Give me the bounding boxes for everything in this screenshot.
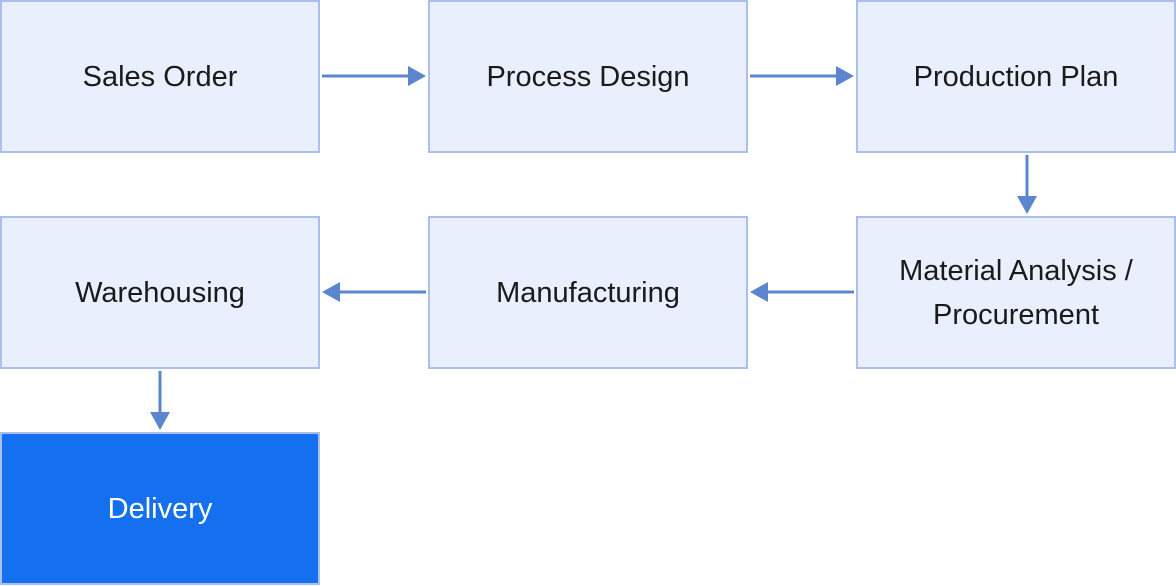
- node-manufacturing: Manufacturing: [428, 216, 748, 369]
- node-material-analysis: Material Analysis / Procurement: [856, 216, 1176, 369]
- node-process-design: Process Design: [428, 0, 748, 153]
- node-label-warehousing: Warehousing: [75, 276, 245, 309]
- node-label-process-design: Process Design: [486, 60, 690, 93]
- node-label-delivery: Delivery: [107, 492, 213, 525]
- node-label-material-analysis: Material Analysis / Procurement: [899, 254, 1133, 331]
- node-label-production-plan: Production Plan: [913, 60, 1119, 93]
- arrow-material-analysis-to-manufacturing: [750, 282, 854, 302]
- arrow-sales-order-to-process-design: [322, 66, 426, 86]
- node-label-manufacturing: Manufacturing: [496, 276, 680, 309]
- arrow-manufacturing-to-warehousing: [322, 282, 426, 302]
- node-sales-order: Sales Order: [0, 0, 320, 153]
- arrow-warehousing-to-delivery: [150, 371, 170, 430]
- arrow-production-plan-to-material-analysis: [1017, 155, 1037, 214]
- node-label-sales-order: Sales Order: [82, 60, 238, 93]
- arrow-process-design-to-production-plan: [750, 66, 854, 86]
- node-production-plan: Production Plan: [856, 0, 1176, 153]
- node-delivery: Delivery: [0, 432, 320, 585]
- node-warehousing: Warehousing: [0, 216, 320, 369]
